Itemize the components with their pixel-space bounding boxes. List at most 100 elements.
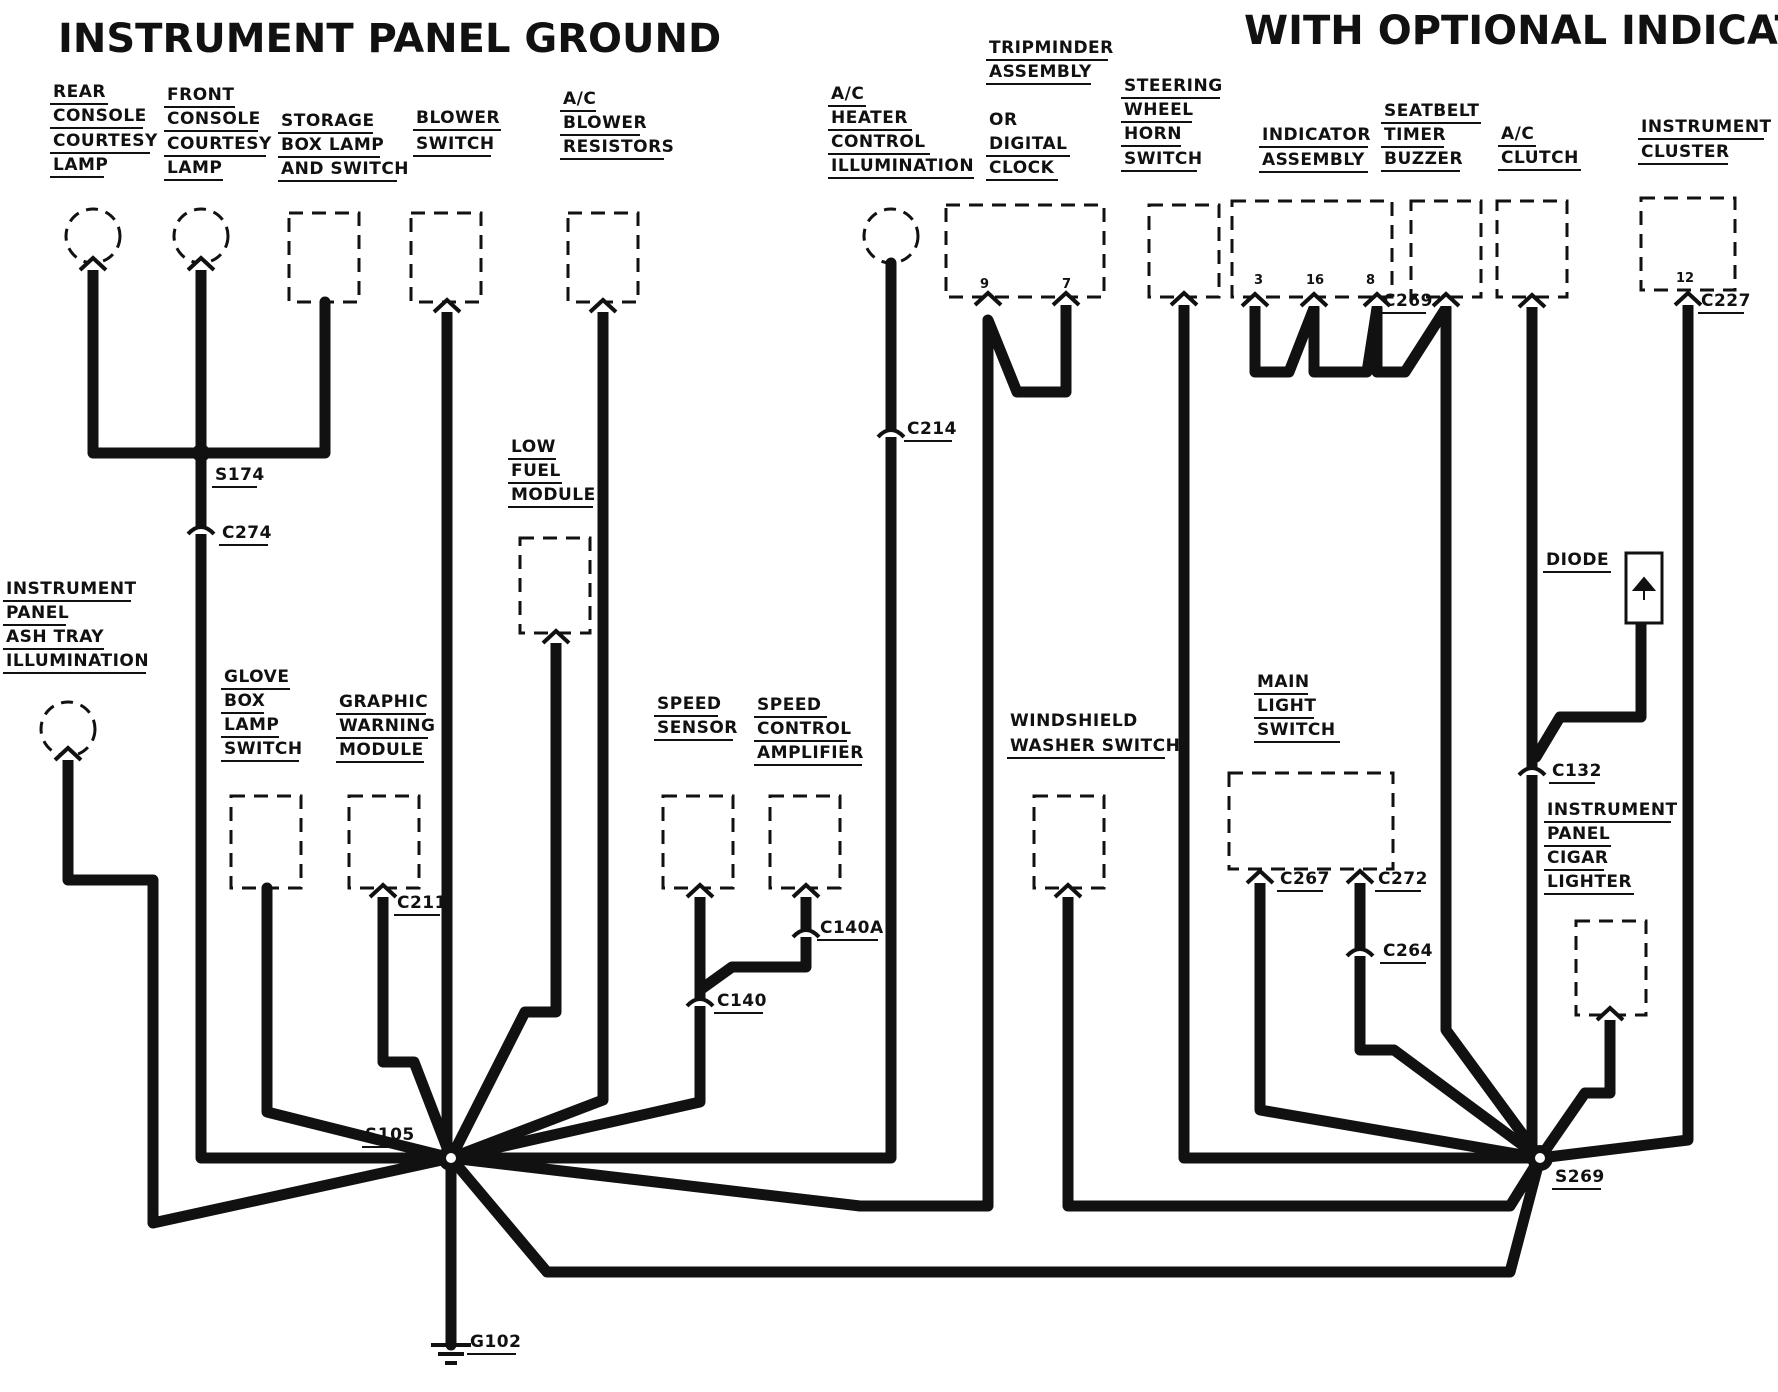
svg-text:SEATBELT: SEATBELT: [1384, 101, 1479, 121]
svg-text:PANEL: PANEL: [1547, 824, 1610, 844]
svg-text:SPEED: SPEED: [657, 694, 722, 714]
svg-text:LAMP: LAMP: [167, 158, 222, 178]
washer-switch-label: WINDSHIELD WASHER SWITCH: [1007, 711, 1180, 759]
svg-text:REAR: REAR: [53, 82, 106, 102]
svg-text:COURTESY: COURTESY: [167, 134, 272, 154]
connector-c274-icon: [186, 525, 216, 536]
svg-text:ILLUMINATION: ILLUMINATION: [6, 651, 149, 671]
svg-text:LAMP: LAMP: [224, 715, 279, 735]
horn-switch-symbol: [1147, 203, 1221, 299]
speed-control-label: SPEED CONTROL AMPLIFIER: [754, 695, 864, 766]
label-c267: C267: [1280, 869, 1330, 889]
svg-text:CONSOLE: CONSOLE: [53, 106, 147, 126]
svg-text:WARNING: WARNING: [339, 716, 435, 736]
svg-text:LAMP: LAMP: [53, 155, 108, 175]
svg-text:GLOVE: GLOVE: [224, 667, 289, 687]
svg-text:SENSOR: SENSOR: [657, 718, 738, 738]
blower-switch-label: BLOWER SWITCH: [413, 108, 501, 157]
label-c214: C214: [907, 419, 957, 439]
ac-heater-control-lamp-symbol: [862, 207, 920, 265]
label-c274: C274: [222, 523, 272, 543]
svg-text:MODULE: MODULE: [339, 740, 424, 760]
svg-text:CONTROL: CONTROL: [757, 719, 852, 739]
pin-tripminder-7: 7: [1062, 277, 1071, 292]
svg-text:ASSEMBLY: ASSEMBLY: [1262, 150, 1365, 170]
svg-text:LIGHT: LIGHT: [1257, 696, 1316, 716]
label-c140: C140: [717, 991, 767, 1011]
speed-control-amplifier-symbol: [768, 794, 842, 890]
label-s269: S269: [1555, 1167, 1605, 1187]
diode-label: DIODE: [1543, 550, 1611, 573]
ac-heater-control-label: A/C HEATER CONTROL ILLUMINATION: [828, 84, 974, 179]
pin-cluster-12: 12: [1676, 271, 1694, 286]
tripminder-symbol: [944, 203, 1106, 299]
svg-text:COURTESY: COURTESY: [53, 131, 158, 151]
svg-text:INSTRUMENT: INSTRUMENT: [1547, 800, 1678, 820]
front-console-lamp-label: FRONT CONSOLE COURTESY LAMP: [164, 85, 272, 181]
svg-text:ASH TRAY: ASH TRAY: [6, 627, 104, 647]
speed-sensor-label: SPEED SENSOR: [654, 694, 738, 741]
svg-text:FRONT: FRONT: [167, 85, 234, 105]
main-light-switch-label: MAIN LIGHT SWITCH: [1254, 672, 1340, 743]
svg-text:AND SWITCH: AND SWITCH: [281, 159, 409, 179]
main-light-switch-symbol: [1227, 771, 1395, 871]
svg-text:ILLUMINATION: ILLUMINATION: [831, 156, 974, 176]
connector-c132-icon: [1517, 766, 1547, 777]
label-c264: C264: [1383, 941, 1433, 961]
ac-clutch-symbol: [1495, 199, 1569, 299]
rear-console-lamp-label: REAR CONSOLE COURTESY LAMP: [50, 82, 158, 178]
ac-clutch-label: A/C CLUTCH: [1498, 124, 1581, 171]
svg-text:INSTRUMENT: INSTRUMENT: [1641, 117, 1772, 137]
svg-text:BOX LAMP: BOX LAMP: [281, 135, 384, 155]
svg-text:MAIN: MAIN: [1257, 672, 1310, 692]
svg-text:INSTRUMENT: INSTRUMENT: [6, 579, 137, 599]
label-c272: C272: [1378, 869, 1428, 889]
svg-text:SPEED: SPEED: [757, 695, 822, 715]
svg-text:CLUSTER: CLUSTER: [1641, 142, 1730, 162]
pin-tripminder-9: 9: [980, 277, 989, 292]
svg-text:RESISTORS: RESISTORS: [563, 137, 674, 157]
svg-text:SWITCH: SWITCH: [224, 739, 303, 759]
svg-text:WINDSHIELD: WINDSHIELD: [1010, 711, 1138, 731]
tripminder-label: TRIPMINDER ASSEMBLY OR DIGITAL CLOCK: [986, 38, 1113, 181]
seatbelt-buzzer-label: SEATBELT TIMER BUZZER: [1381, 101, 1481, 172]
svg-text:GRAPHIC: GRAPHIC: [339, 692, 428, 712]
rear-console-lamp-symbol: [64, 207, 122, 265]
svg-text:A/C: A/C: [1501, 124, 1534, 144]
svg-text:CLUTCH: CLUTCH: [1501, 148, 1579, 168]
svg-text:MODULE: MODULE: [511, 485, 596, 505]
diagram-title-left: INSTRUMENT PANEL GROUND: [58, 16, 721, 62]
svg-text:BLOWER: BLOWER: [416, 108, 500, 128]
label-s174: S174: [215, 465, 265, 485]
svg-text:AMPLIFIER: AMPLIFIER: [757, 743, 864, 763]
svg-text:CONSOLE: CONSOLE: [167, 109, 261, 129]
ground-g102-icon: [431, 1343, 471, 1365]
glove-box-switch-symbol: [229, 794, 303, 890]
label-c132: C132: [1552, 761, 1602, 781]
low-fuel-module-label: LOW FUEL MODULE: [508, 437, 596, 508]
connector-c214-icon: [876, 428, 906, 439]
graphic-warning-module-symbol: [347, 794, 421, 890]
blower-switch-symbol: [409, 211, 483, 304]
diode-arrow-icon: [1631, 576, 1657, 600]
splice-s174-dot: [192, 444, 210, 462]
ac-blower-resistors-label: A/C BLOWER RESISTORS: [560, 89, 674, 160]
svg-text:BLOWER: BLOWER: [563, 113, 647, 133]
label-c140a: C140A: [820, 918, 884, 938]
pin-indicator-3: 3: [1254, 273, 1263, 288]
svg-text:OR: OR: [989, 110, 1018, 130]
svg-text:CONTROL: CONTROL: [831, 132, 926, 152]
svg-text:WHEEL: WHEEL: [1124, 100, 1194, 120]
svg-text:FUEL: FUEL: [511, 461, 561, 481]
front-console-lamp-symbol: [172, 207, 230, 265]
svg-text:LOW: LOW: [511, 437, 556, 457]
horn-switch-label: STEERING WHEEL HORN SWITCH: [1121, 76, 1222, 172]
instrument-cluster-label: INSTRUMENT CLUSTER: [1638, 117, 1772, 165]
storage-box-symbol: [287, 211, 361, 304]
washer-switch-symbol: [1032, 794, 1106, 890]
svg-text:CLOCK: CLOCK: [989, 158, 1055, 178]
svg-text:CIGAR: CIGAR: [1547, 848, 1609, 868]
svg-text:SWITCH: SWITCH: [1124, 149, 1203, 169]
svg-text:WASHER SWITCH: WASHER SWITCH: [1010, 736, 1180, 756]
label-c211: C211: [397, 893, 447, 913]
